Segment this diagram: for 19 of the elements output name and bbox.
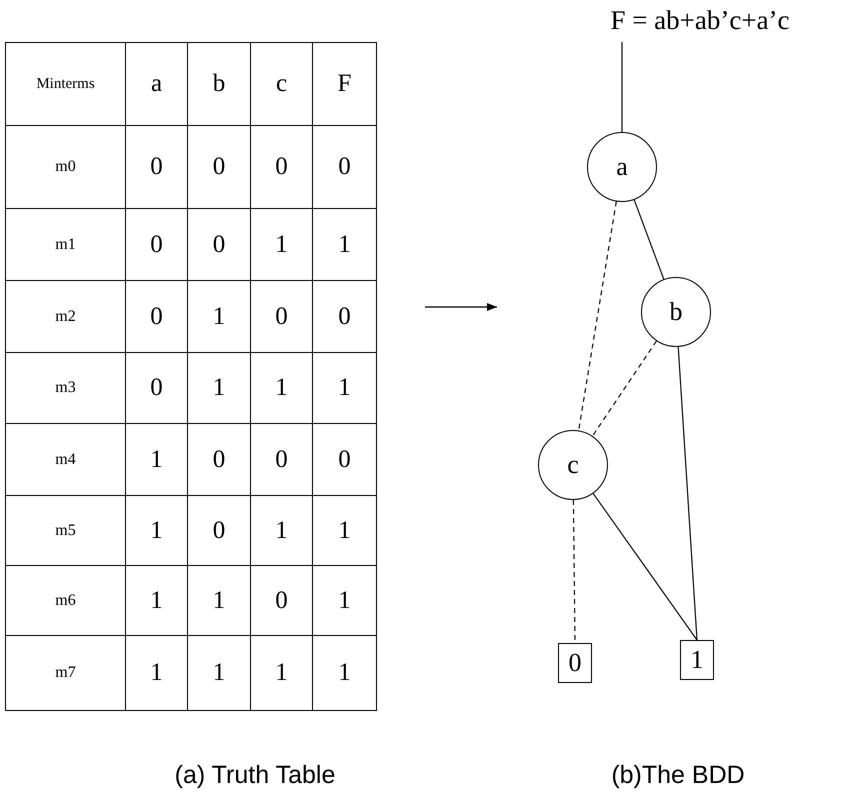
row-header: m7 [5, 635, 126, 711]
terminal-box: 0 [558, 643, 592, 683]
edge-line [678, 346, 698, 640]
terminal-box: 1 [680, 640, 714, 680]
table-cell: 1 [312, 635, 377, 711]
column-header: F [312, 42, 377, 126]
edge-line [634, 200, 664, 280]
caption: (b)The BDD [610, 760, 746, 790]
bdd-node: c [538, 430, 608, 500]
bdd-node: a [587, 132, 657, 202]
edge-line [578, 201, 617, 431]
column-header: Minterms [5, 42, 126, 126]
caption: (a) Truth Table [174, 760, 336, 790]
edge-line [592, 493, 698, 640]
edge-line [592, 340, 657, 436]
edge-line [572, 500, 576, 643]
bdd-node: b [641, 277, 711, 347]
edge-line [621, 42, 623, 132]
formula-text: F = ab+ab’c+a’c [550, 0, 847, 40]
